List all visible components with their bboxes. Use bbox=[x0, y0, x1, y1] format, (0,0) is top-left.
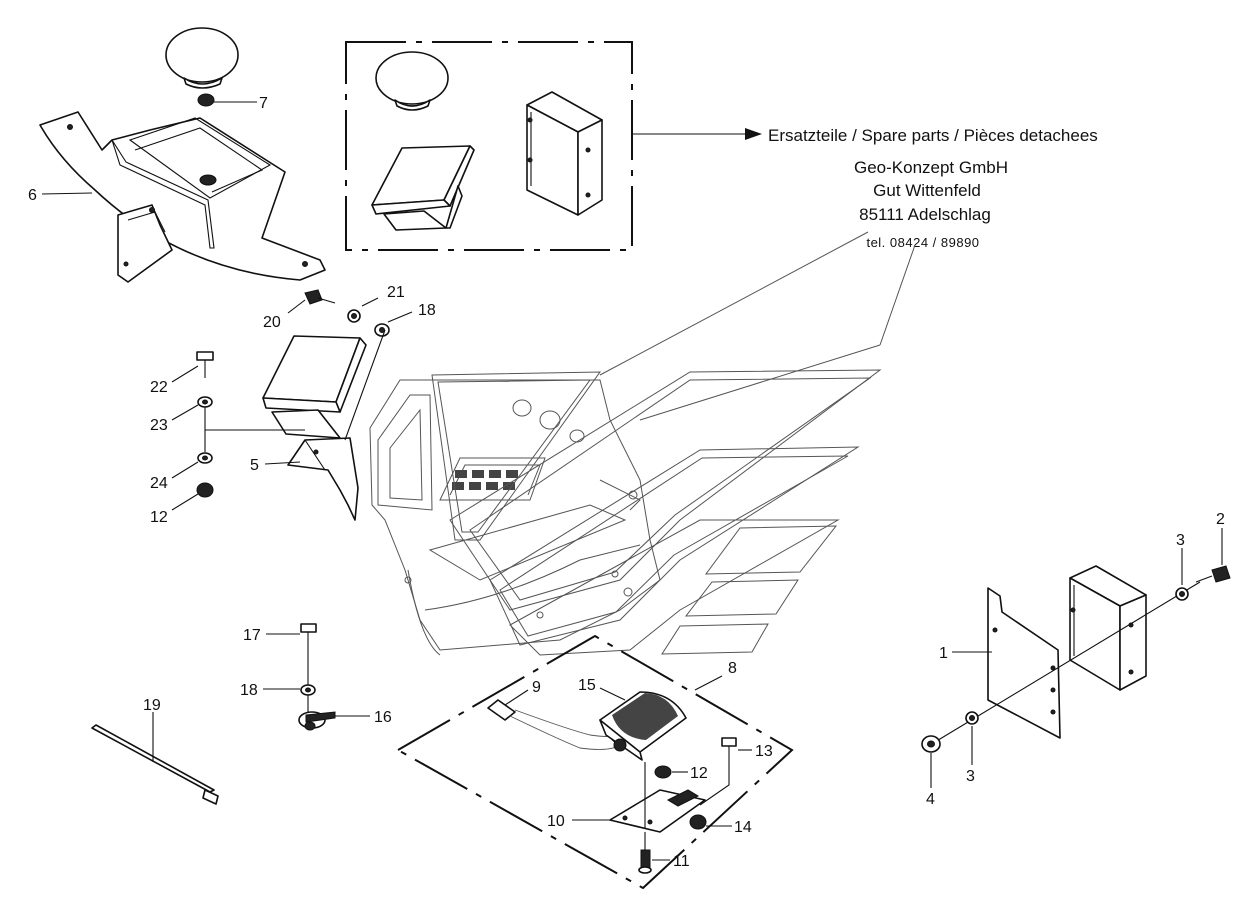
mounting-plate-1-part bbox=[987, 587, 1061, 739]
callout-12-lower: 12 bbox=[690, 765, 708, 782]
callout-13: 13 bbox=[755, 743, 773, 760]
sensor-group-box bbox=[395, 634, 794, 890]
tractor-cabin-ghost bbox=[369, 379, 661, 656]
spare-parts-label: Ersatzteile / Spare parts / Pièces detac… bbox=[768, 126, 1098, 145]
callout-16: 16 bbox=[374, 709, 392, 726]
callout-3-upper: 3 bbox=[1176, 532, 1185, 549]
washer-3-lower-part bbox=[965, 711, 979, 725]
callout-17: 17 bbox=[243, 627, 261, 644]
callout-23: 23 bbox=[150, 417, 168, 434]
box-control-unit-part bbox=[371, 145, 475, 231]
nut-4-part bbox=[921, 735, 941, 753]
callout-labels: 7 6 20 21 18 22 23 5 24 12 17 18 16 19 9… bbox=[28, 95, 1225, 870]
control-unit-5-part bbox=[262, 329, 386, 521]
callout-14: 14 bbox=[734, 819, 752, 836]
callout-18-upper: 18 bbox=[418, 302, 436, 319]
company-city: 85111 Adelschlag bbox=[859, 205, 991, 224]
spare-parts-arrow bbox=[632, 128, 762, 140]
callout-3-lower: 3 bbox=[966, 768, 975, 785]
nut-7-part bbox=[197, 93, 215, 107]
bracket-10-part bbox=[609, 762, 706, 833]
nut-14-part bbox=[689, 814, 707, 830]
callout-11: 11 bbox=[673, 853, 690, 870]
sensor-15-part bbox=[599, 691, 687, 761]
bolt-17-part bbox=[300, 623, 317, 650]
bolt-22-part bbox=[196, 351, 214, 378]
bolt-2-part bbox=[1195, 565, 1231, 583]
connector-9-part bbox=[487, 699, 621, 750]
cab-panels-ghost bbox=[431, 231, 916, 656]
washer-3-upper-part bbox=[1175, 587, 1189, 601]
callout-5: 5 bbox=[250, 457, 259, 474]
company-name: Geo-Konzept GmbH bbox=[854, 158, 1008, 177]
washer-23-part bbox=[197, 396, 213, 408]
washer-24-part bbox=[197, 452, 213, 464]
callout-18-lower: 18 bbox=[240, 682, 258, 699]
cable-tie-19-part bbox=[91, 724, 219, 805]
washer-18-upper-part bbox=[374, 323, 390, 337]
callout-15: 15 bbox=[578, 677, 596, 694]
spare-parts-box bbox=[345, 41, 633, 251]
callout-21: 21 bbox=[387, 284, 405, 301]
callout-12-upper: 12 bbox=[150, 509, 168, 526]
company-street: Gut Wittenfeld bbox=[873, 181, 981, 200]
callout-20: 20 bbox=[263, 314, 281, 331]
callout-19: 19 bbox=[143, 697, 161, 714]
dome-cover-part bbox=[165, 27, 239, 89]
bolt-20-part bbox=[304, 289, 336, 305]
nut-12-lower-part bbox=[654, 765, 672, 779]
callout-6: 6 bbox=[28, 187, 37, 204]
box-electronics-part bbox=[526, 91, 603, 216]
nut-12-upper-part bbox=[196, 482, 214, 498]
electronics-box-part bbox=[1069, 565, 1147, 691]
bolt-11-part bbox=[638, 832, 652, 874]
callout-24: 24 bbox=[150, 475, 168, 492]
callout-9: 9 bbox=[532, 679, 541, 696]
callout-1: 1 bbox=[939, 645, 948, 662]
washer-18-lower-part bbox=[300, 684, 316, 696]
mounting-bracket-6 bbox=[39, 111, 326, 283]
callout-4: 4 bbox=[926, 791, 935, 808]
box-dome-part bbox=[375, 51, 449, 111]
washer-21-part bbox=[347, 309, 361, 323]
company-phone: tel. 08424 / 89890 bbox=[866, 235, 979, 250]
callout-8: 8 bbox=[728, 660, 737, 677]
callout-7: 7 bbox=[259, 95, 268, 112]
callout-2: 2 bbox=[1216, 511, 1225, 528]
clamp-16-part bbox=[298, 711, 336, 731]
callout-22: 22 bbox=[150, 379, 168, 396]
callout-10: 10 bbox=[547, 813, 565, 830]
bolt-13-part bbox=[721, 737, 737, 760]
